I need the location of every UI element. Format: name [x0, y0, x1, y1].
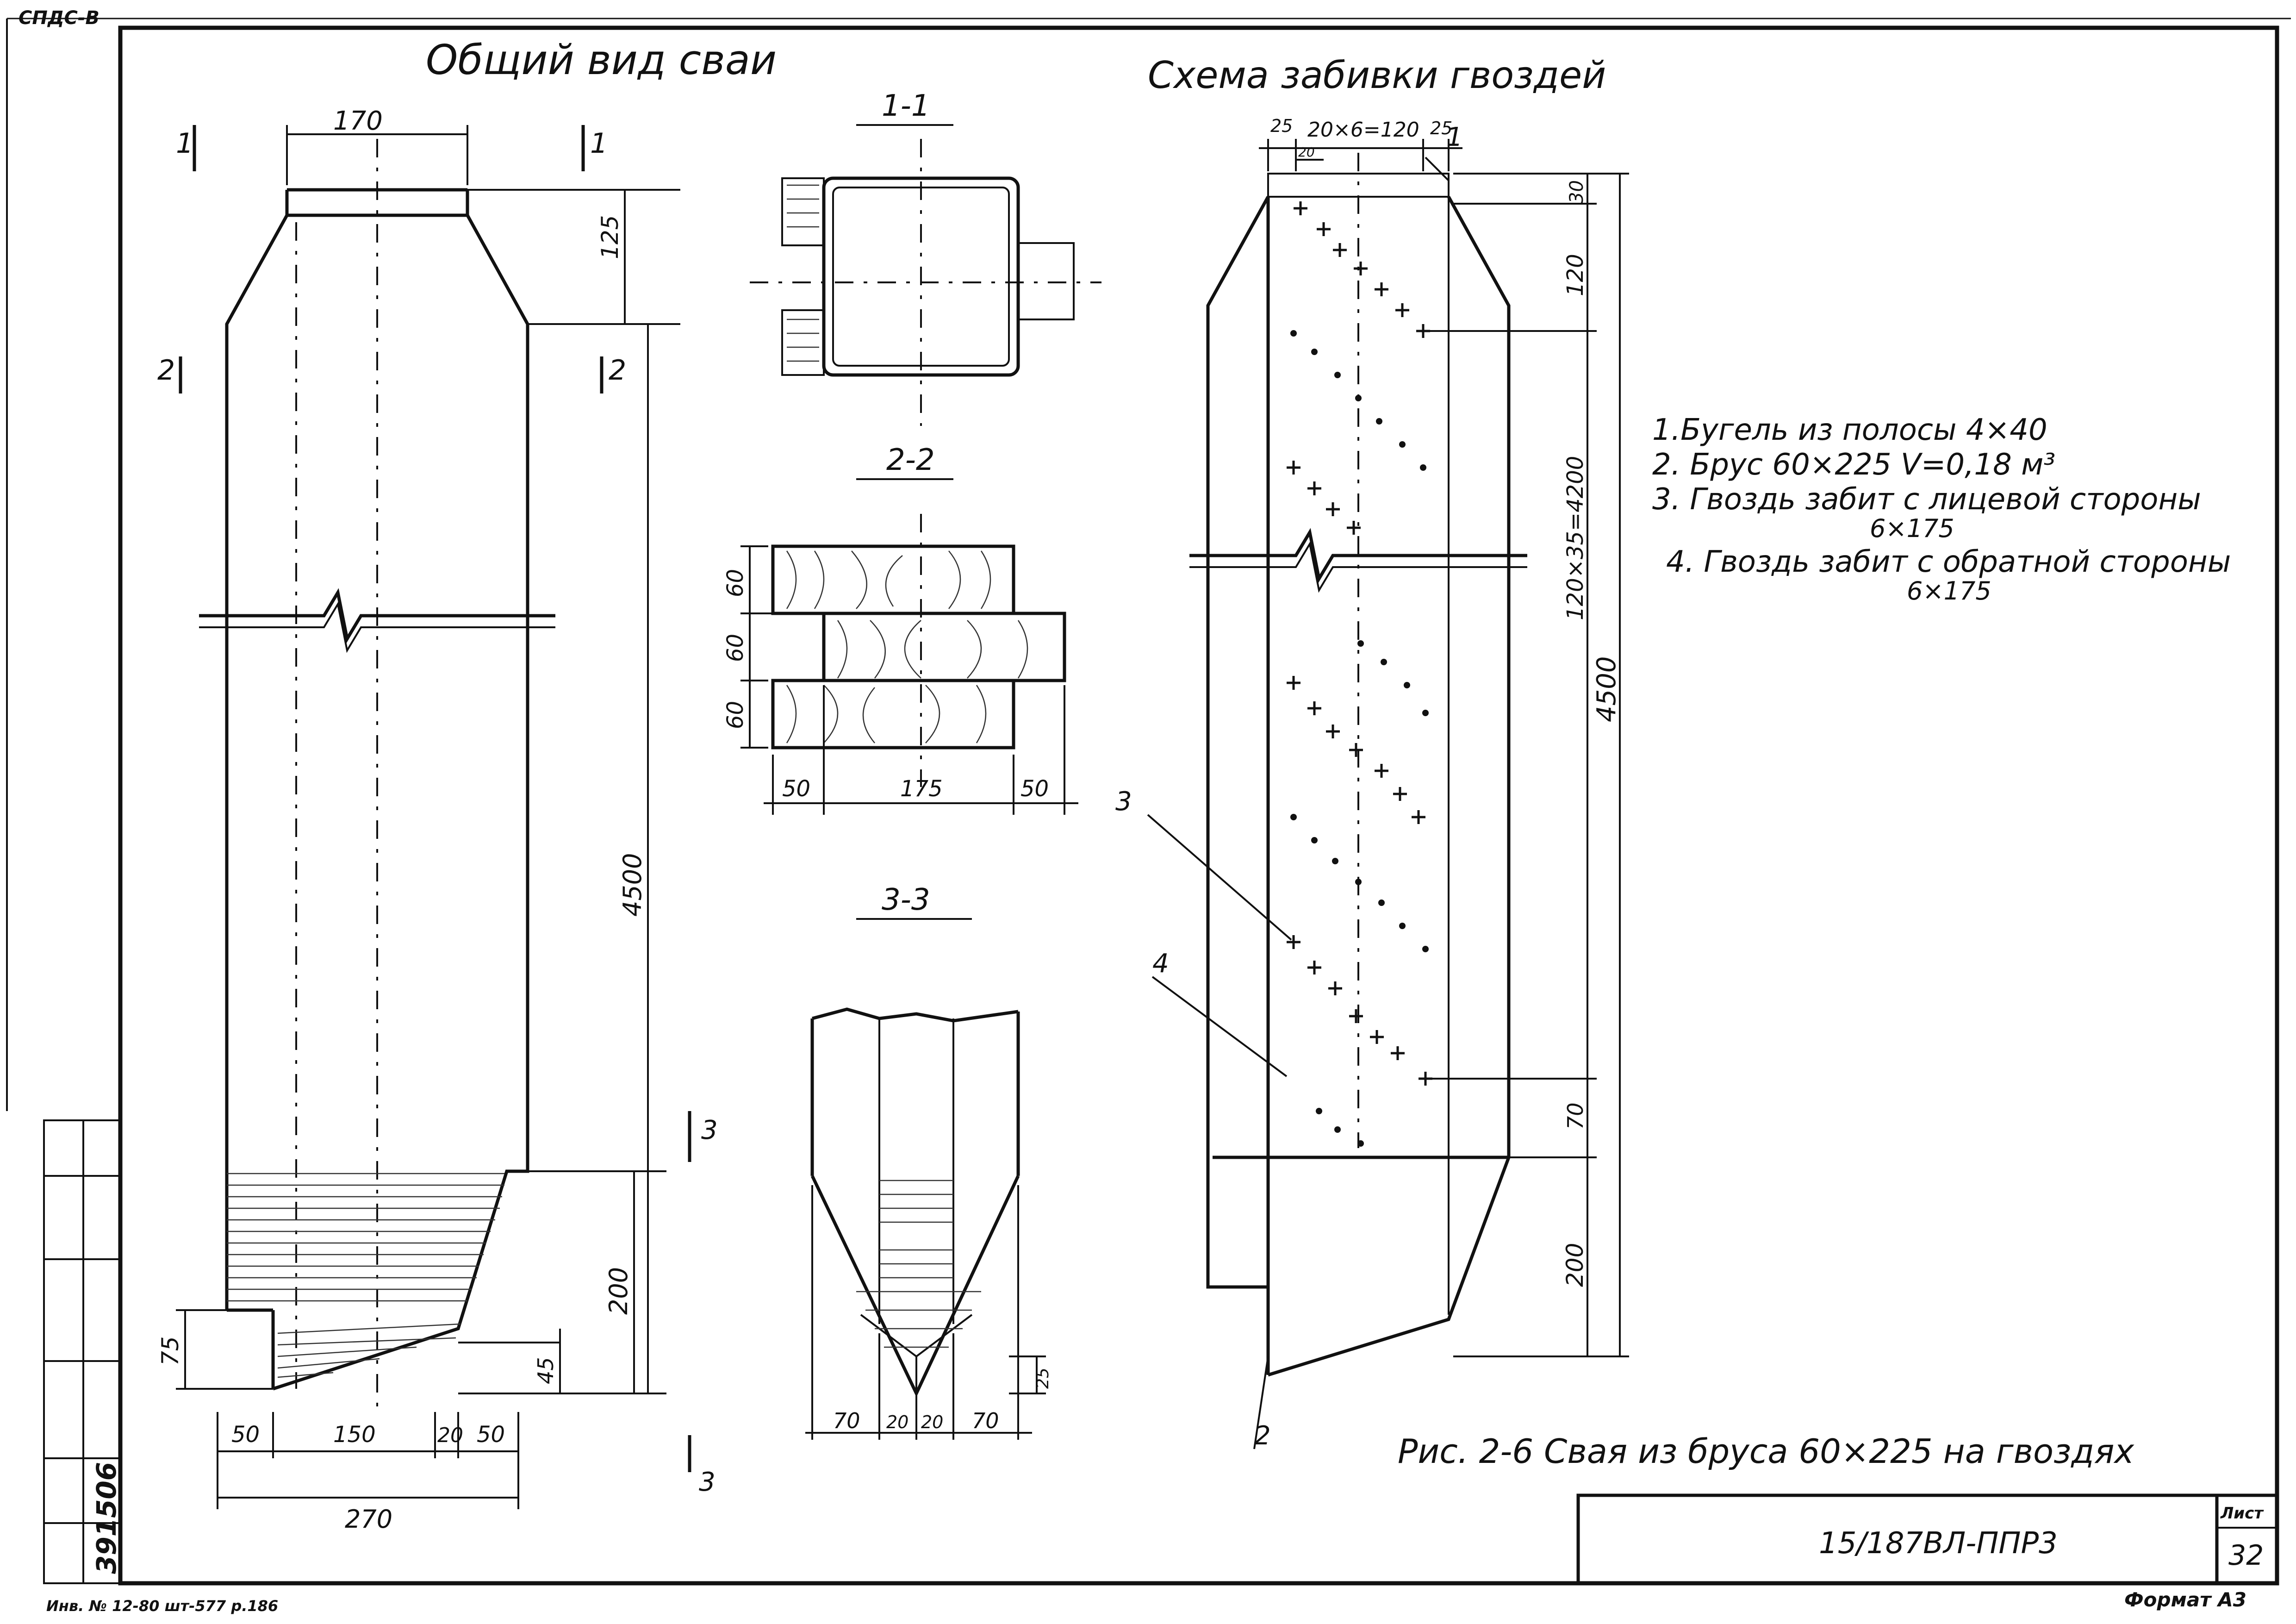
- dim-33-w3: 20: [921, 1412, 943, 1432]
- title-block-format: Формат А3: [2124, 1588, 2246, 1611]
- cut-mark-1-left: 1: [176, 127, 193, 160]
- title-block-sheet-number: 32: [2228, 1539, 2264, 1572]
- dim-22-h3: 60: [722, 701, 748, 729]
- dim-ns-right-70: 70: [1563, 1102, 1588, 1130]
- dim-top-width: 170: [333, 106, 383, 136]
- side-stamp-inv: 391506: [91, 1462, 122, 1574]
- dim-tip-height: 200: [604, 1267, 633, 1315]
- dim-bottom-150: 150: [333, 1422, 376, 1448]
- legend-item-3: 3. Гвоздь забит с лицевой стороны: [1652, 482, 2201, 517]
- callout-2: 2: [1254, 1421, 1271, 1451]
- callout-1: 1: [1446, 122, 1463, 152]
- dim-ns-top-25a: 25: [1270, 116, 1293, 136]
- dim-22-h1: 60: [722, 569, 748, 597]
- legend-item-1: 1.Бугель из полосы 4×40: [1652, 413, 2047, 447]
- figure-caption: Рис. 2-6 Свая из бруса 60×225 на гвоздях: [1398, 1432, 2134, 1471]
- title-nail-scheme: Схема забивки гвоздей: [1148, 54, 1606, 97]
- dim-22-h2: 60: [722, 634, 748, 662]
- legend-item-4: 4. Гвоздь забит с обратной стороны: [1666, 545, 2231, 579]
- dim-ns-right-120: 120: [1562, 254, 1588, 296]
- section-2-2-label: 2-2: [886, 443, 935, 477]
- cut-mark-3-top: 3: [701, 1115, 718, 1145]
- dim-taper-height: 125: [597, 215, 623, 259]
- dim-overall-270: 270: [345, 1505, 392, 1534]
- dim-22-w-right: 50: [1020, 776, 1049, 802]
- legend-item-2: 2. Брус 60×225 V=0,18 м³: [1652, 448, 2055, 482]
- dim-left-step: 75: [157, 1336, 184, 1366]
- dim-ns-right-200: 200: [1562, 1243, 1588, 1287]
- stamp-label: СПДС-В: [19, 7, 100, 29]
- dim-33-h-tip: 25: [1033, 1368, 1052, 1389]
- cut-mark-2-right: 2: [609, 354, 626, 387]
- section-2-2-drawing: [740, 514, 1078, 815]
- dim-33-w2: 20: [886, 1412, 908, 1432]
- nail-scheme-pile: [1147, 139, 1629, 1449]
- section-1-1-label: 1-1: [882, 89, 930, 123]
- dim-ns-right-spacing: 120×35=4200: [1562, 456, 1588, 620]
- dim-33-w4: 70: [972, 1408, 999, 1433]
- legend-item-4-size: 6×175: [1907, 576, 1991, 606]
- dim-bottom-20: 20: [437, 1424, 463, 1447]
- dim-ns-top-spacing: 20×6=120: [1307, 118, 1419, 142]
- dim-bottom-50b: 50: [477, 1422, 505, 1448]
- callout-3: 3: [1115, 787, 1132, 817]
- section-1-1-drawing: [750, 139, 1101, 426]
- title-block-code: 15/187ВЛ-ППР3: [1819, 1526, 2058, 1561]
- dim-bottom-50a: 50: [231, 1422, 260, 1448]
- dim-ns-top-20: 20: [1298, 144, 1315, 160]
- dim-22-w-mid: 175: [900, 776, 943, 802]
- cut-mark-1-right: 1: [590, 127, 608, 160]
- cut-mark-2-left: 2: [157, 354, 175, 387]
- sheet-frame: [6, 18, 2291, 1586]
- dim-33-w1: 70: [833, 1408, 860, 1433]
- legend: 1.Бугель из полосы 4×40 2. Брус 60×225 V…: [1652, 413, 2231, 606]
- dim-ns-right-total: 4500: [1592, 656, 1622, 722]
- cut-mark-3-bottom: 3: [699, 1467, 716, 1497]
- title-block-sheet-label: Лист: [2220, 1504, 2264, 1523]
- dim-22-w-left: 50: [782, 776, 810, 802]
- section-3-3-label: 3-3: [882, 883, 930, 917]
- legend-item-3-size: 6×175: [1870, 514, 1954, 543]
- title-block: [1576, 1493, 2279, 1585]
- dim-ns-top-25b: 25: [1430, 118, 1452, 138]
- side-stamp-strip: Инв. № 12-80 шт-577 р.186: [46, 1597, 278, 1615]
- general-view-pile: [176, 125, 680, 1509]
- title-general-view: Общий вид сваи: [426, 36, 777, 84]
- section-3-3-drawing: [688, 1007, 1046, 1472]
- callout-4: 4: [1152, 949, 1169, 979]
- dim-total-length: 4500: [618, 853, 647, 917]
- dim-ns-right-30: 30: [1566, 180, 1587, 204]
- dim-tip-offset: 45: [533, 1357, 558, 1384]
